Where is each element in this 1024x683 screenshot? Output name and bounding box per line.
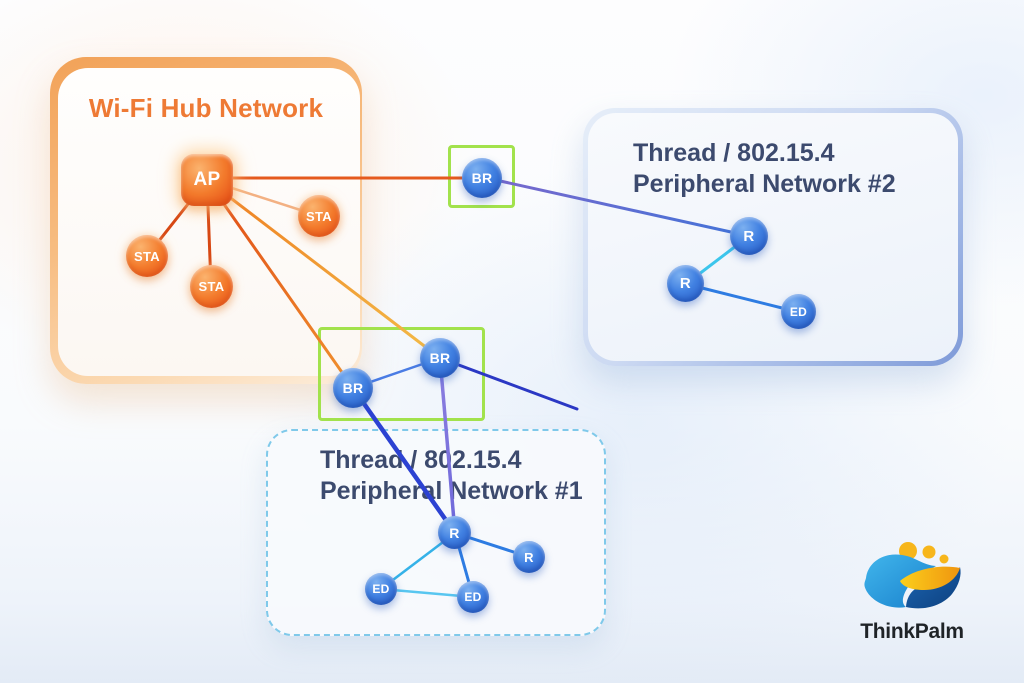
network1-router-node-2: R <box>513 541 545 573</box>
thread-network-1-title-line1: Thread / 802.15.4 <box>320 446 522 474</box>
thinkpalm-logo-icon <box>864 542 961 609</box>
thread-network-2-title: Thread / 802.15.4 Peripheral Network #2 <box>633 138 896 200</box>
thread-network-2-title-line1: Thread / 802.15.4 <box>633 139 835 167</box>
network1-end-device-node-1: ED <box>365 573 397 605</box>
thread-network-2-box: Thread / 802.15.4 Peripheral Network #2 <box>583 108 963 366</box>
wifi-hub-network-title: Wi-Fi Hub Network <box>88 93 324 123</box>
network2-router-node-2: R <box>667 265 704 302</box>
access-point-node: AP <box>181 154 233 206</box>
station-node-1: STA <box>126 235 168 277</box>
thread-network-1-box: Thread / 802.15.4 Peripheral Network #1 <box>266 429 606 636</box>
thinkpalm-logo: ThinkPalm <box>852 538 972 648</box>
station-node-2: STA <box>190 265 233 308</box>
network2-router-node-1: R <box>730 217 768 255</box>
network1-router-node-1: R <box>438 516 471 549</box>
network1-end-device-node-2: ED <box>457 581 489 613</box>
border-router-node-left: BR <box>333 368 373 408</box>
network2-end-device-node: ED <box>781 294 816 329</box>
border-router-node-top: BR <box>462 158 502 198</box>
thinkpalm-logo-text: ThinkPalm <box>860 620 964 643</box>
border-router-node-right: BR <box>420 338 460 378</box>
thread-network-1-title: Thread / 802.15.4 Peripheral Network #1 <box>320 445 583 507</box>
station-node-3: STA <box>298 195 340 237</box>
thread-network-1-title-line2: Peripheral Network #1 <box>320 477 583 505</box>
thread-network-2-title-line2: Peripheral Network #2 <box>633 170 896 198</box>
